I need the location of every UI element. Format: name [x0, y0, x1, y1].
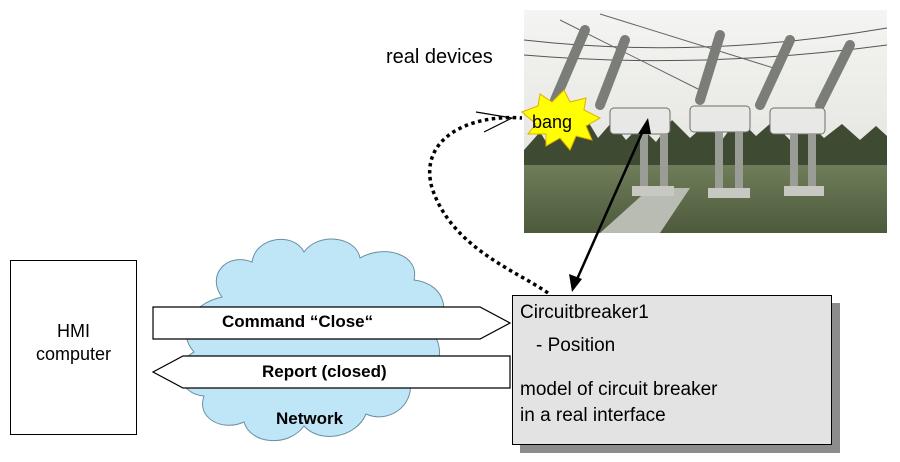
report-label: Report (closed)	[262, 362, 387, 381]
hmi-computer-box	[10, 260, 137, 435]
network-label: Network	[276, 409, 344, 428]
explosion-burst	[521, 89, 602, 151]
circuit-breaker-model-box	[512, 295, 832, 445]
real-devices-label: real devices	[386, 46, 493, 68]
model-attribute: - Position	[536, 335, 616, 356]
device-link-arrow	[569, 118, 651, 292]
model-description-line1: model of circuit breaker	[520, 379, 718, 400]
model-description-line2: in a real interface	[520, 405, 666, 426]
command-arrow	[152, 306, 512, 340]
substation-photo	[523, 10, 888, 233]
report-arrow	[151, 355, 511, 389]
hmi-line2: computer	[35, 344, 112, 365]
hmi-line1: HMI	[57, 321, 90, 341]
hmi-computer-label: HMI computer	[10, 320, 137, 367]
dotted-action-arrow	[428, 111, 549, 295]
model-title: Circuitbreaker1	[520, 302, 649, 323]
bang-label: bang	[532, 112, 573, 132]
command-label: Command “Close“	[222, 312, 374, 331]
